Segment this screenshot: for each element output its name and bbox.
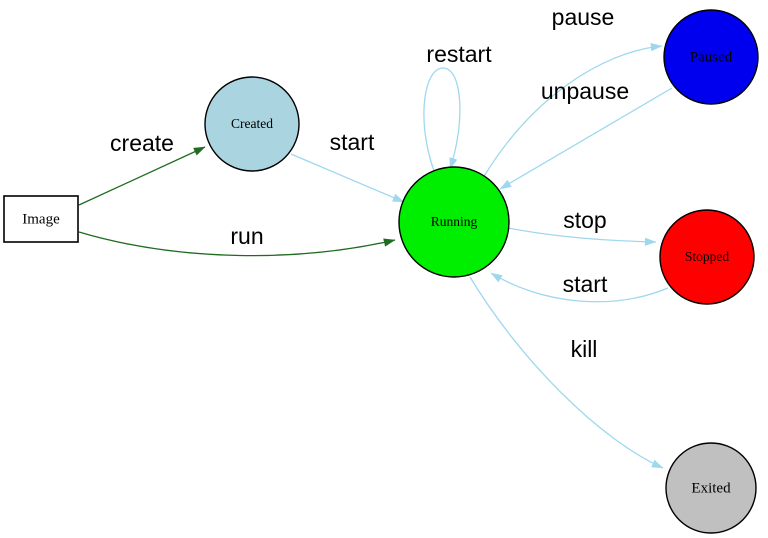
node-label-stopped: Stopped xyxy=(685,249,730,264)
node-shape-paused xyxy=(663,9,759,105)
edge-label-unpause: unpause xyxy=(541,78,629,104)
edge-start-stopped xyxy=(490,272,669,303)
edge-label-restart: restart xyxy=(426,41,492,67)
edge-label-run: run xyxy=(230,223,263,249)
node-running[interactable]: Running xyxy=(398,166,510,278)
node-label-image: Image xyxy=(22,211,60,227)
edge-stop xyxy=(507,227,657,246)
node-paused[interactable]: Paused xyxy=(663,9,759,105)
node-shape-created xyxy=(204,76,300,172)
node-label-exited: Exited xyxy=(691,480,731,496)
edge-label-stop: stop xyxy=(563,207,606,233)
node-shape-exited xyxy=(665,442,757,534)
node-shape-image xyxy=(3,195,79,243)
edge-start-created xyxy=(290,153,405,203)
edge-unpause xyxy=(499,87,673,190)
edge-labels-layer: create run start restart pause unpause stop sta… xyxy=(110,4,629,362)
edges-layer xyxy=(78,42,673,469)
edge-kill xyxy=(469,276,664,469)
edge-label-create: create xyxy=(110,130,174,156)
node-label-created: Created xyxy=(231,116,273,131)
edge-restart xyxy=(423,67,461,172)
node-stopped[interactable]: Stopped xyxy=(659,209,755,305)
edge-pause xyxy=(482,42,663,179)
edge-label-start-created: start xyxy=(330,129,375,155)
edge-label-pause: pause xyxy=(552,4,615,30)
node-image[interactable]: Image xyxy=(3,195,79,243)
node-shape-running xyxy=(398,166,510,278)
edge-label-kill: kill xyxy=(571,336,598,362)
node-created[interactable]: Created xyxy=(204,76,300,172)
node-label-paused: Paused xyxy=(690,49,733,65)
edge-label-start-stopped: start xyxy=(563,271,608,297)
edge-create xyxy=(78,146,206,206)
node-label-running: Running xyxy=(431,214,478,229)
node-shape-stopped xyxy=(659,209,755,305)
node-exited[interactable]: Exited xyxy=(665,442,757,534)
edge-run xyxy=(78,231,396,257)
